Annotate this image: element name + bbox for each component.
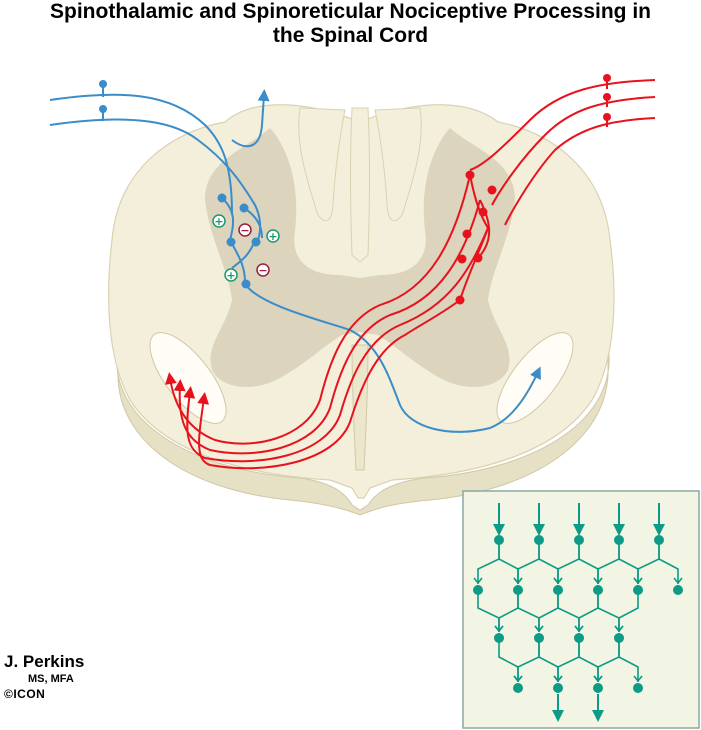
synapse-fork-icon [473,577,483,585]
neuron-soma-icon [574,633,584,643]
publisher-logo: ©ICON [4,687,46,701]
red-neuron-circuit [165,79,656,470]
synapse-fork-icon [658,544,679,584]
neuron-soma-icon [239,203,249,213]
excitatory-symbol: + [268,230,277,243]
excitatory-sign-1: + [212,214,226,228]
neuron-soma-icon [494,633,504,643]
neuron-soma-icon [574,535,584,545]
neuron-soma-icon [478,207,488,217]
synapse-fork-icon [633,577,643,585]
neuron-soma-icon [553,585,563,595]
neuron-soma-icon [534,535,544,545]
red-somas [455,74,611,305]
artist-degrees: MS, MFA [28,673,74,685]
neuron-soma-icon [241,279,251,289]
neuron-soma-icon [633,585,643,595]
neuron-soma-icon [226,237,236,247]
inhibitory-sign-2: − [256,263,270,277]
synapse-fork-icon [513,675,523,683]
neuron-soma-icon [487,185,497,195]
synapse-fork-icon [553,675,563,683]
neuron-soma-icon [513,585,523,595]
red-tract-4 [197,299,461,470]
blue-afferent-lower [49,118,262,241]
neuron-soma-icon [614,535,624,545]
posterior-median-sulcus [350,107,370,263]
neuron-soma-icon [462,229,472,239]
red-afferent-3 [504,117,656,226]
excitatory-symbol: + [226,269,235,282]
neuron-soma-icon [494,535,504,545]
figure-title: Spinothalamic and Spinoreticular Nocicep… [0,0,701,48]
anterior-median-fissure [351,344,369,471]
neuron-soma-icon [217,193,227,203]
synapse-fork-icon [618,642,639,682]
blue-projection-axon [245,284,541,433]
blue-ascending-branch [231,89,270,148]
red-tract-2 [173,199,481,455]
convergence-inset [462,490,700,729]
inhibitory-sign-1: − [238,223,252,237]
dorsal-column-right [374,107,422,222]
neuron-soma-icon [455,295,465,305]
excitatory-sign-2: + [266,229,280,243]
inhibitory-symbol: − [240,224,249,237]
cord-gray-matter [205,128,515,388]
synapse-fork-icon [553,577,563,585]
neuron-soma-icon [99,105,107,113]
blue-neuron-circuit [49,85,541,433]
excitatory-symbol: + [214,215,223,228]
neuron-soma-icon [465,170,475,180]
neuron-soma-icon [457,254,467,264]
neuron-soma-icon [473,253,483,263]
neuron-soma-icon [99,80,107,88]
red-interneuron-links [459,174,491,301]
synapse-signs: + − + − + [212,214,280,282]
spinal-cord-section [108,104,615,516]
red-tract-3 [183,227,489,463]
synapse-fork-icon [534,625,544,633]
synapse-fork-icon [593,577,603,585]
synapse-fork-icon [633,675,643,683]
synapse-fork-icon [673,577,683,585]
neuron-soma-icon [603,74,611,82]
neuron-soma-icon [633,683,643,693]
neuron-soma-icon [603,113,611,121]
inset-network [473,503,683,722]
synapse-fork-icon [574,625,584,633]
synapse-fork-icon [513,577,523,585]
neuron-soma-icon [473,585,483,595]
neuron-soma-icon [513,683,523,693]
synapse-fork-icon [494,625,504,633]
neuron-soma-icon [251,237,261,247]
neuron-soma-icon [593,585,603,595]
synapse-fork-icon [593,675,603,683]
synapse-fork-icon [614,625,624,633]
inhibitory-symbol: − [258,264,267,277]
red-afferent-1 [469,79,656,171]
neuron-soma-icon [673,585,683,595]
title-line-1: Spinothalamic and Spinoreticular Nocicep… [50,0,651,23]
artist-name: J. Perkins [4,652,85,671]
red-tract-1 [165,174,471,445]
excitatory-sign-3: + [224,268,238,282]
blue-somas [99,80,261,289]
title-line-2: the Spinal Cord [272,24,429,47]
artist-credit: J. Perkins MS, MFA ©ICON [4,652,84,702]
neuron-soma-icon [654,535,664,545]
neuron-soma-icon [614,633,624,643]
neuron-soma-icon [534,633,544,643]
neuron-soma-icon [593,683,603,693]
dorsal-column-left [298,107,346,222]
neuron-soma-icon [603,93,611,101]
neuron-soma-icon [553,683,563,693]
blue-interneuron-paths [221,197,263,283]
synapse-fork-icon [618,594,639,632]
red-afferent-2 [491,96,656,206]
